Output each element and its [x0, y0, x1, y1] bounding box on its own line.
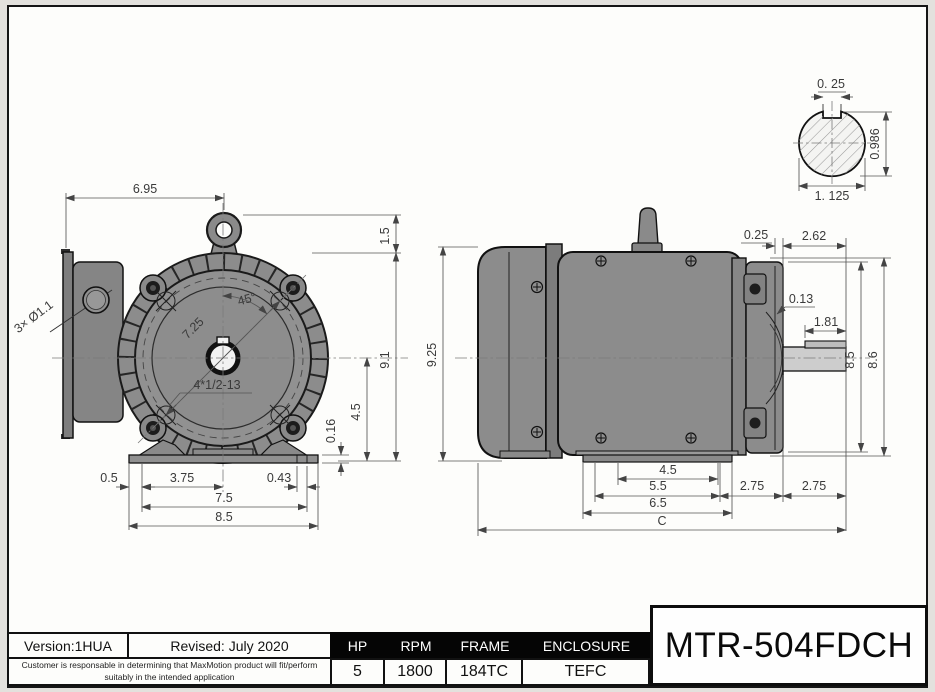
dim-front-foot-slot: 0.43: [267, 466, 320, 512]
shaft-section: 0. 25 0.986 1. 125: [793, 77, 892, 203]
svg-text:0.986: 0.986: [868, 128, 882, 159]
svg-text:8.5: 8.5: [215, 510, 232, 524]
base-plate-front: [128, 454, 319, 464]
dim-side-lip: 0.13: [776, 292, 815, 315]
body-screws: [530, 255, 697, 444]
svg-text:8.5: 8.5: [843, 351, 857, 368]
svg-text:7.5: 7.5: [215, 491, 232, 505]
shaft-side: [782, 346, 847, 372]
svg-text:45°: 45°: [236, 290, 258, 308]
version-label: Version:1HUA: [24, 637, 112, 654]
motor-drawing: 6.95 1.5 9.1 4.5 0.16: [11, 77, 892, 536]
dim-front-eyebolt-height: 1.5: [243, 214, 401, 254]
svg-text:1. 125: 1. 125: [815, 189, 850, 203]
dim-front-overall-height: 9.1: [338, 252, 401, 462]
disclaimer-line-2: suitably in the intended application: [104, 671, 235, 682]
spec-header-row: HP RPM FRAME ENCLOSURE: [330, 632, 650, 659]
svg-text:4.5: 4.5: [659, 463, 676, 477]
spec-header-enclosure: ENCLOSURE: [542, 637, 631, 654]
side-dimensions: 9.25 0.25 2.62 0.13 1.81: [425, 228, 891, 536]
svg-text:0.16: 0.16: [324, 419, 338, 443]
dim-side-overall-length: C: [477, 463, 847, 536]
dim-section-flat: 0.986: [843, 111, 892, 177]
disclaimer-line-1: Customer is responsable in determining t…: [21, 660, 318, 671]
svg-text:8.6: 8.6: [866, 351, 880, 368]
svg-text:6.95: 6.95: [133, 182, 157, 196]
centerlines-section: [793, 101, 871, 184]
svg-text:0.5: 0.5: [100, 471, 117, 485]
svg-text:3× Ø1.1: 3× Ø1.1: [11, 298, 55, 336]
svg-text:0.43: 0.43: [267, 471, 291, 485]
base-plate-side: [582, 454, 733, 463]
revised-cell: Revised: July 2020: [127, 632, 332, 659]
svg-text:9.1: 9.1: [378, 351, 392, 368]
svg-text:C: C: [657, 514, 666, 528]
front-end-bell: [743, 261, 785, 454]
svg-text:5.5: 5.5: [649, 479, 666, 493]
dim-side-ext1: 2.75: [719, 375, 784, 502]
dim-side-d1: 8.5: [788, 261, 868, 453]
svg-text:4.5: 4.5: [349, 403, 363, 420]
dim-front-foot-edge: 0.5: [100, 464, 155, 530]
part-number: MTR-504FDCH: [664, 625, 914, 665]
disclaimer-cell: Customer is responsable in determining t…: [7, 657, 332, 686]
dim-side-foot3: 6.5: [582, 463, 733, 519]
eyebolt-front: [205, 211, 243, 259]
dim-front-foot-pad: 0.16: [322, 419, 349, 476]
conduit-box-front: [49, 249, 124, 439]
dim-section-diameter: 1. 125: [798, 158, 866, 203]
svg-text:2.75: 2.75: [802, 479, 826, 493]
dim-section-keyway-width: 0. 25: [811, 77, 853, 101]
dim-side-flange-lip: 0.25: [741, 228, 776, 254]
dim-front-base-width: 8.5: [128, 464, 319, 530]
fan-cover: [477, 246, 547, 459]
svg-text:4*1/2-13: 4*1/2-13: [193, 378, 240, 392]
version-cell: Version:1HUA: [7, 632, 129, 659]
svg-text:0.13: 0.13: [789, 292, 813, 306]
dim-side-shaft-length: 2.62: [782, 229, 847, 531]
dim-side-key-length: 1.81: [804, 315, 847, 338]
spec-value-hp: 5: [332, 660, 385, 684]
svg-text:1.5: 1.5: [378, 227, 392, 244]
svg-text:2.75: 2.75: [740, 479, 764, 493]
svg-text:9.25: 9.25: [425, 343, 439, 367]
dim-front-conduit-holes: 3× Ø1.1: [11, 298, 55, 336]
svg-text:0. 25: 0. 25: [817, 77, 845, 91]
revised-label: Revised: July 2020: [170, 637, 289, 654]
dim-side-d2: 8.6: [770, 257, 891, 457]
front-view: [49, 203, 408, 492]
part-number-box: MTR-504FDCH: [650, 605, 928, 686]
spec-value-enclosure: TEFC: [564, 663, 607, 680]
dim-side-height: 9.25: [425, 246, 502, 462]
svg-text:3.75: 3.75: [170, 471, 194, 485]
dim-side-foot2: 5.5: [594, 463, 721, 502]
spec-value-rpm: 1800: [385, 660, 447, 684]
shaft-key: [804, 340, 847, 349]
svg-text:6.5: 6.5: [649, 496, 666, 510]
section-dimensions: 0. 25 0.986 1. 125: [798, 77, 892, 203]
dim-front-taps: 4*1/2-13: [167, 378, 252, 408]
spec-header-hp: HP: [347, 637, 368, 654]
dim-front-bolt-angle: 45°: [222, 290, 268, 315]
dim-front-overall-width: 6.95: [65, 182, 225, 248]
svg-text:0.25: 0.25: [744, 228, 768, 242]
dim-side-ext2: 2.75: [782, 479, 847, 500]
dim-side-foot1: 4.5: [617, 463, 719, 485]
dim-front-shaft-height: 4.5: [349, 357, 371, 462]
svg-text:1.81: 1.81: [814, 315, 838, 329]
dim-front-foot-span: 7.5: [141, 491, 308, 511]
feet-side: [499, 450, 739, 463]
motor-body-side: [557, 251, 743, 456]
spec-value-frame: 184TC: [447, 660, 523, 684]
side-view: [455, 207, 870, 463]
eyebolt-side: [631, 207, 663, 254]
spec-header-rpm: RPM: [400, 637, 432, 654]
svg-text:2.62: 2.62: [802, 229, 826, 243]
dim-front-foot-position: 3.75: [141, 471, 224, 491]
spec-value-row: 5 1800 184TC TEFC: [330, 658, 650, 686]
spec-header-frame: FRAME: [460, 637, 510, 654]
